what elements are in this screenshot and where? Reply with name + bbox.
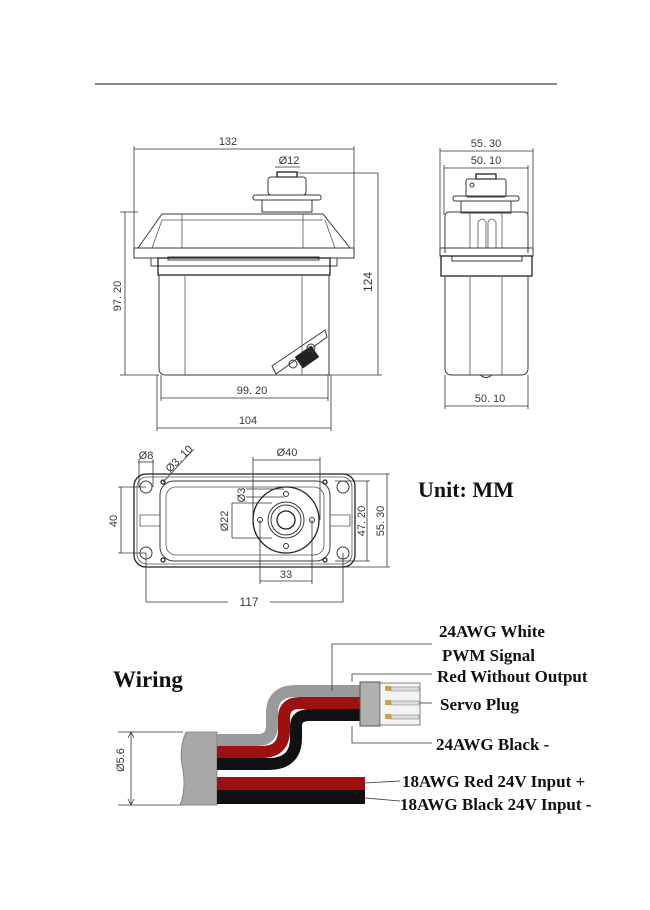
dim-side-bottom-width: 50. 10 (475, 393, 506, 405)
label-18awg-red: 18AWG Red 24V Input + (402, 772, 585, 791)
cable-sheath (179, 731, 218, 806)
label-24awg-white: 24AWG White (439, 622, 545, 641)
wire-24awg-black (217, 709, 360, 770)
unit-label: Unit: MM (418, 477, 514, 502)
dim-inner-height: 47. 20 (356, 506, 368, 537)
dim-small-hole: Ø3. 10 (164, 443, 196, 475)
front-view: 132 Ø12 97. 20 (112, 136, 382, 431)
servo-plug (359, 681, 381, 727)
dim-hole-diameter: Ø8 (139, 450, 154, 462)
dim-side-flange-width: 50. 10 (471, 155, 502, 167)
wiring-diagram: Ø5.6 (115, 643, 432, 806)
side-view: 55. 30 50. 10 50. 10 (439, 138, 534, 409)
dim-total-height: 124 (361, 272, 375, 292)
dim-mount-height: 40 (108, 515, 120, 527)
dim-spline-pin: Ø3 (236, 488, 248, 503)
dim-overall-width: 132 (219, 136, 237, 148)
label-24awg-black: 24AWG Black - (436, 735, 550, 754)
dim-pin-spacing: 33 (280, 569, 292, 581)
dim-body-inner-width: 99. 20 (237, 385, 268, 397)
wiring-title: Wiring (113, 667, 183, 692)
dim-gear-diameter: Ø40 (277, 447, 298, 459)
dim-cable-diameter: Ø5.6 (115, 748, 127, 772)
dim-outer-height: 55. 30 (375, 506, 387, 537)
dim-shaft-diameter: Ø12 (279, 155, 300, 167)
wire-18awg-red (217, 777, 365, 790)
dim-side-top-width: 55. 30 (471, 138, 502, 150)
label-servo-plug: Servo Plug (440, 695, 519, 714)
wire-18awg-black (217, 790, 365, 804)
dim-body-height: 97. 20 (112, 281, 124, 312)
dim-hole-spacing: 117 (239, 595, 258, 609)
label-red-without-output: Red Without Output (437, 667, 588, 686)
wire-24awg-red (217, 697, 360, 758)
label-pwm-signal: PWM Signal (442, 646, 535, 665)
dim-body-width: 104 (239, 415, 257, 427)
wire-24awg-white (217, 685, 360, 746)
dim-inner-diameter: Ø22 (219, 511, 231, 532)
top-view: Ø8 Ø3. 10 Ø40 Ø3 Ø22 40 47. 20 55. 30 (108, 443, 390, 609)
label-18awg-black: 18AWG Black 24V Input - (400, 795, 592, 814)
